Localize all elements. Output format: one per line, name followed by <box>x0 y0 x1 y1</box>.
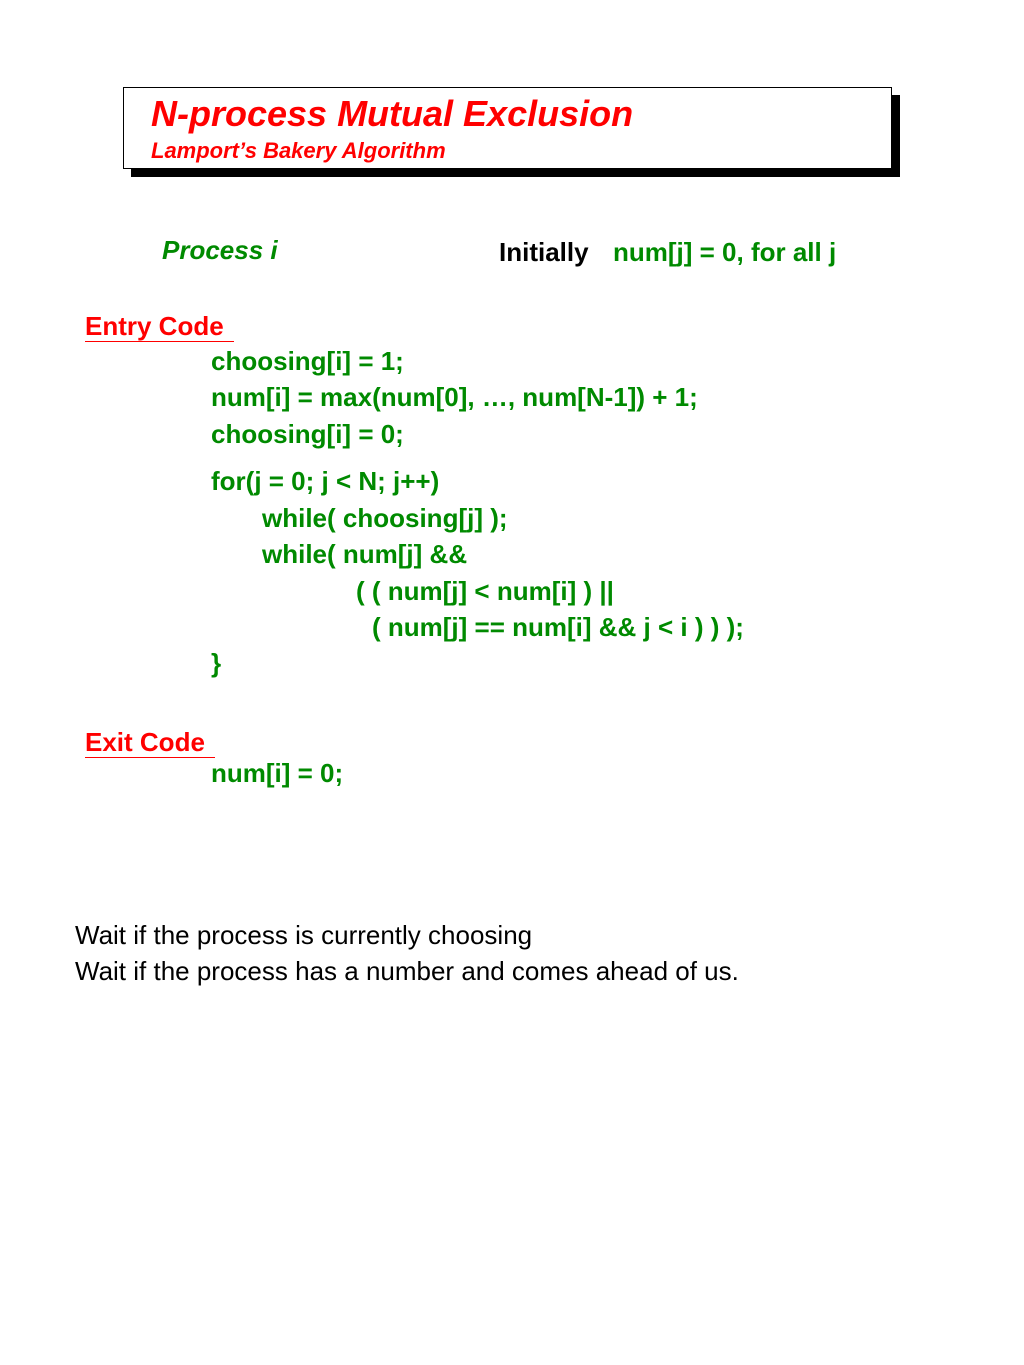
code-line: num[i] = max(num[0], …, num[N-1]) + 1; <box>211 382 698 412</box>
code-line: choosing[i] = 0; <box>211 419 404 449</box>
code-line: while( choosing[j] ); <box>262 503 508 533</box>
note-line: Wait if the process is currently choosin… <box>75 920 533 950</box>
code-line: ( num[j] == num[i] && j < i ) ) ); <box>372 612 744 642</box>
code-line: for(j = 0; j < N; j++) <box>211 466 440 496</box>
initially-keyword: Initially <box>499 237 589 267</box>
entry-code-heading: Entry Code <box>85 313 234 342</box>
slide-subtitle: Lamport’s Bakery Algorithm <box>151 138 446 163</box>
initially-value: num[j] = 0, for all j <box>613 237 837 267</box>
code-line: num[i] = 0; <box>211 758 344 788</box>
code-line: choosing[i] = 1; <box>211 346 404 376</box>
code-line: ( ( num[j] < num[i] ) || <box>356 576 614 606</box>
code-line: while( num[j] && <box>262 539 468 569</box>
code-line: } <box>211 648 222 678</box>
note-line: Wait if the process has a number and com… <box>75 956 739 986</box>
exit-code-heading: Exit Code <box>85 729 215 758</box>
process-label: Process i <box>162 235 278 265</box>
slide-title: N-process Mutual Exclusion <box>151 93 634 134</box>
title-box: N-process Mutual Exclusion Lamport’s Bak… <box>123 87 892 169</box>
